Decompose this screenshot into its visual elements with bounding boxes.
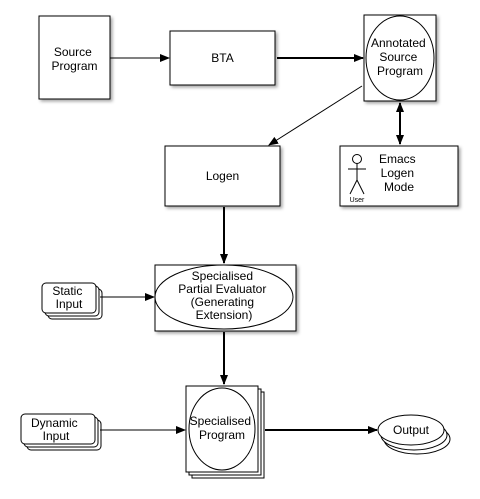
output-label: Output bbox=[393, 423, 430, 437]
edge-annotated-to-logen bbox=[268, 85, 363, 146]
emacs-mode-node: User Emacs Logen Mode bbox=[339, 145, 459, 207]
logen-node: Logen bbox=[164, 145, 281, 207]
logen-label: Logen bbox=[206, 169, 239, 183]
static-input-node: Static Input bbox=[41, 282, 103, 320]
user-label: User bbox=[350, 197, 365, 204]
user-actor-icon bbox=[348, 154, 366, 195]
partial-evaluator-label: Specialised Partial Evaluator (Generatin… bbox=[178, 269, 269, 322]
specialised-program-label: Specialised Program bbox=[190, 414, 255, 442]
bta-label: BTA bbox=[211, 51, 233, 65]
dynamic-input-node: Dynamic Input bbox=[20, 413, 102, 451]
annotated-source-label: Annotated Source Program bbox=[371, 36, 429, 78]
static-input-label: Static Input bbox=[52, 284, 85, 311]
edges bbox=[100, 54, 404, 434]
source-program-node: Source Program bbox=[38, 15, 111, 100]
annotated-source-node: Annotated Source Program bbox=[363, 14, 437, 102]
source-program-label: Source Program bbox=[51, 45, 97, 73]
dynamic-input-label: Dynamic Input bbox=[31, 416, 81, 443]
output-node: Output bbox=[377, 414, 451, 455]
emacs-mode-label: Emacs Logen Mode bbox=[379, 152, 419, 194]
bta-node: BTA bbox=[169, 30, 276, 86]
partial-evaluator-node: Specialised Partial Evaluator (Generatin… bbox=[154, 264, 297, 332]
specialised-program-node: Specialised Program bbox=[185, 385, 265, 479]
